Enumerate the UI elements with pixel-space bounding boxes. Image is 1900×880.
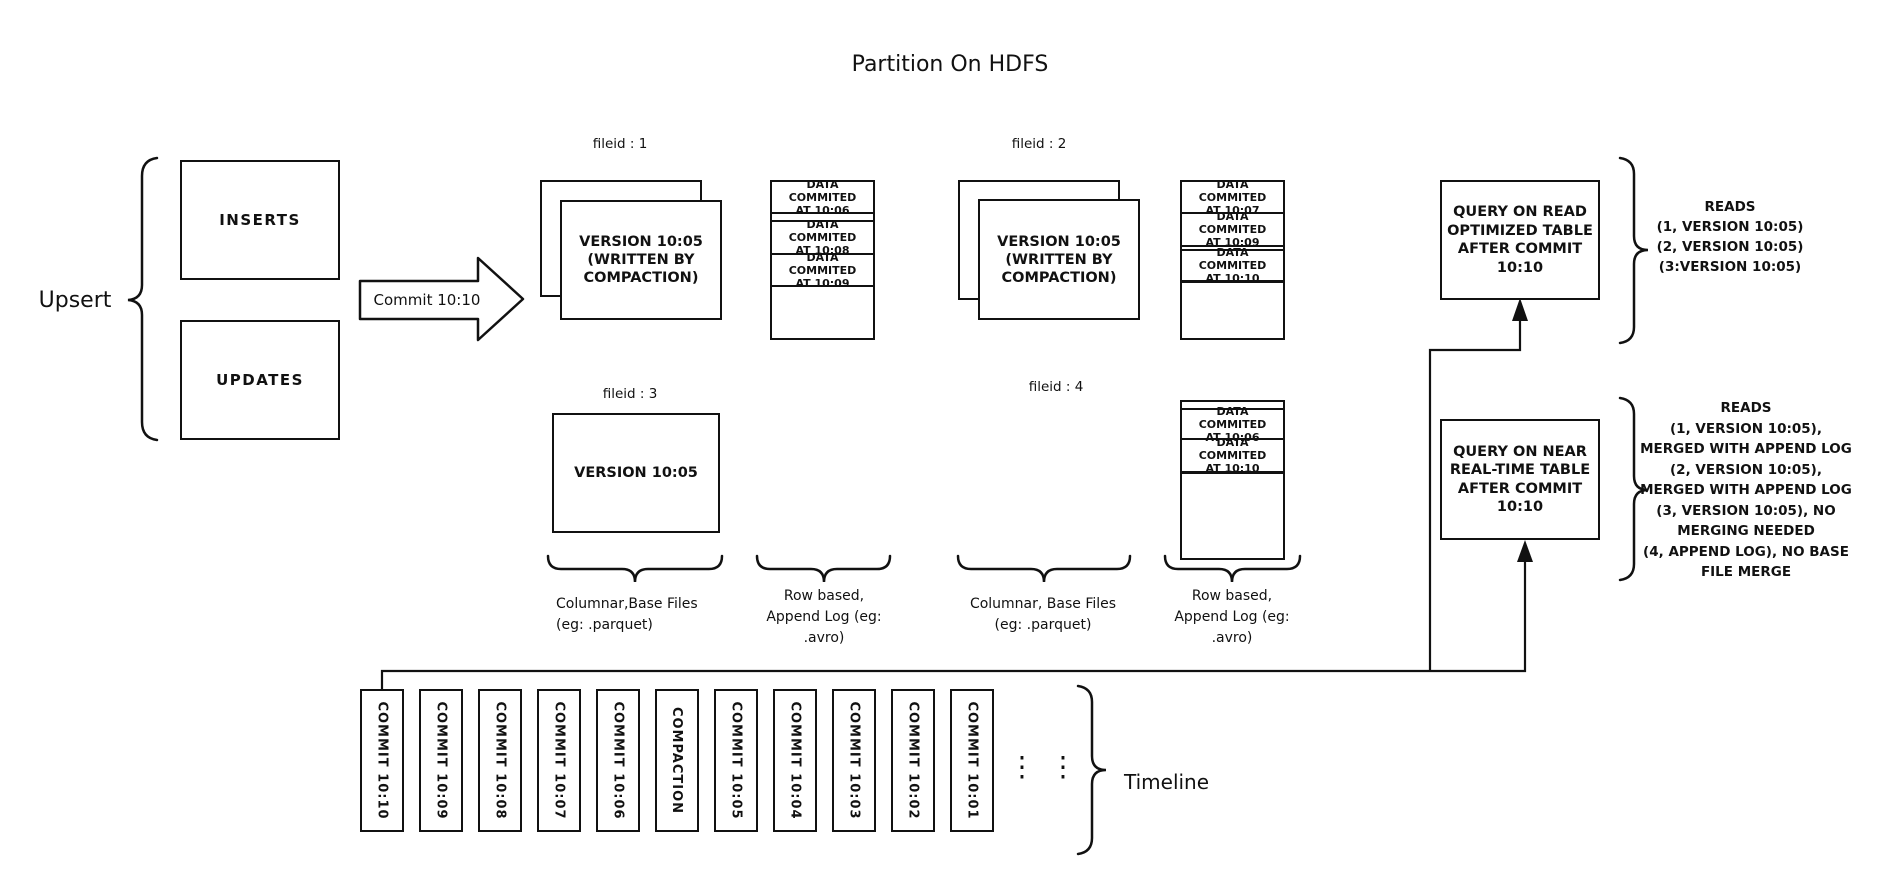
updates-label: UPDATES xyxy=(216,371,304,389)
log-row-empty xyxy=(1182,283,1283,338)
log-box-2: DATA COMMITED AT 10:07 DATA COMMITED AT … xyxy=(1180,178,1285,340)
timeline-box-label: COMMIT 10:04 xyxy=(787,701,803,820)
timeline-box: COMMIT 10:06 xyxy=(596,689,640,832)
timeline-box-label: COMMIT 10:01 xyxy=(964,701,980,820)
inserts-box: INSERTS xyxy=(180,160,340,280)
query-near-realtime-box: QUERY ON NEAR REAL-TIME TABLE AFTER COMM… xyxy=(1440,419,1600,540)
arrowhead-read-optimized xyxy=(1512,298,1528,321)
rowbased-label-1: Row based, Append Log (eg: .avro) xyxy=(766,588,882,646)
log-box-1: DATA COMMITED AT 10:06 DATA COMMITED AT … xyxy=(770,178,875,340)
log-row: DATA COMMITED AT 10:09 xyxy=(1182,210,1283,249)
log-row: DATA COMMITED AT 10:10 xyxy=(1182,436,1283,475)
timeline-box-label: COMMIT 10:07 xyxy=(551,701,567,820)
updates-box: UPDATES xyxy=(180,320,340,440)
timeline-box-label: COMMIT 10:08 xyxy=(492,701,508,820)
timeline-box-label: COMPACTION xyxy=(669,706,685,815)
timeline-box: COMPACTION xyxy=(655,689,699,832)
timeline-brace xyxy=(1076,684,1107,856)
timeline-ellipsis: ⋮ xyxy=(1008,750,1036,783)
timeline-box: COMMIT 10:01 xyxy=(950,689,994,832)
upsert-label: Upsert xyxy=(38,288,112,313)
fileid-1-label: fileid : 1 xyxy=(592,136,648,152)
page-title: Partition On HDFS xyxy=(851,52,1049,77)
columnar-brace-2 xyxy=(956,554,1132,583)
timeline-box-label: COMMIT 10:06 xyxy=(610,701,626,820)
filegroup-3-base-box: VERSION 10:05 xyxy=(552,413,720,533)
columnar-label-1: Columnar,Base Files (eg: .parquet) xyxy=(556,596,698,633)
log-row: DATA COMMITED AT 10:09 xyxy=(772,251,873,290)
arrowhead-near-realtime xyxy=(1517,540,1533,562)
commit-arrow-label: Commit 10:10 xyxy=(373,291,481,309)
query-read-optimized-box: QUERY ON READ OPTIMIZED TABLE AFTER COMM… xyxy=(1440,180,1600,300)
columnar-brace-1 xyxy=(546,554,724,583)
log-box-4: DATA COMMITED AT 10:06 DATA COMMITED AT … xyxy=(1180,400,1285,560)
timeline-box: COMMIT 10:09 xyxy=(419,689,463,832)
timeline-ellipsis: ⋮ xyxy=(1049,750,1077,783)
fileid-2-label: fileid : 2 xyxy=(1011,136,1067,152)
fileid-3-label: fileid : 3 xyxy=(602,386,658,402)
upsert-brace xyxy=(127,156,159,442)
timeline-box-label: COMMIT 10:02 xyxy=(905,701,921,820)
timeline-box: COMMIT 10:08 xyxy=(478,689,522,832)
log-row: DATA COMMITED AT 10:10 xyxy=(1182,246,1283,285)
timeline-box: COMMIT 10:05 xyxy=(714,689,758,832)
timeline-box: COMMIT 10:02 xyxy=(891,689,935,832)
filegroup-2-base-box: VERSION 10:05 (WRITTEN BY COMPACTION) xyxy=(978,199,1140,320)
log-row-gap xyxy=(1182,402,1283,410)
log-row-empty xyxy=(1182,474,1283,558)
timeline-box: COMMIT 10:10 xyxy=(360,689,404,832)
fileid-4-label: fileid : 4 xyxy=(1028,379,1084,395)
rowbased-label-2: Row based, Append Log (eg: .avro) xyxy=(1174,588,1290,646)
inserts-label: INSERTS xyxy=(219,211,301,229)
timeline-box: COMMIT 10:07 xyxy=(537,689,581,832)
timeline-box: COMMIT 10:03 xyxy=(832,689,876,832)
log-row: DATA COMMITED AT 10:08 xyxy=(772,218,873,257)
columnar-label-2: Columnar, Base Files (eg: .parquet) xyxy=(969,596,1117,633)
log-row-gap xyxy=(772,214,873,222)
reads-list-read-optimized: READS (1, VERSION 10:05) (2, VERSION 10:… xyxy=(1656,199,1804,275)
timeline-box: COMMIT 10:04 xyxy=(773,689,817,832)
timeline-box-label: COMMIT 10:03 xyxy=(846,701,862,820)
filegroup-1-base-box: VERSION 10:05 (WRITTEN BY COMPACTION) xyxy=(560,200,722,320)
timeline-label: Timeline xyxy=(1124,770,1210,794)
log-row: DATA COMMITED AT 10:07 xyxy=(1182,178,1283,217)
timeline-box-label: COMMIT 10:09 xyxy=(433,701,449,820)
log-row-empty xyxy=(772,287,873,338)
log-row: DATA COMMITED AT 10:06 xyxy=(772,178,873,217)
log-row-gap xyxy=(1182,247,1283,251)
reads-list-near-realtime: READS (1, VERSION 10:05), MERGED WITH AP… xyxy=(1640,400,1852,580)
rowbased-brace-1 xyxy=(755,554,892,583)
timeline-box-label: COMMIT 10:10 xyxy=(374,701,390,820)
timeline-box-label: COMMIT 10:05 xyxy=(728,701,744,820)
timeline-to-realtime-connector xyxy=(380,544,1527,689)
